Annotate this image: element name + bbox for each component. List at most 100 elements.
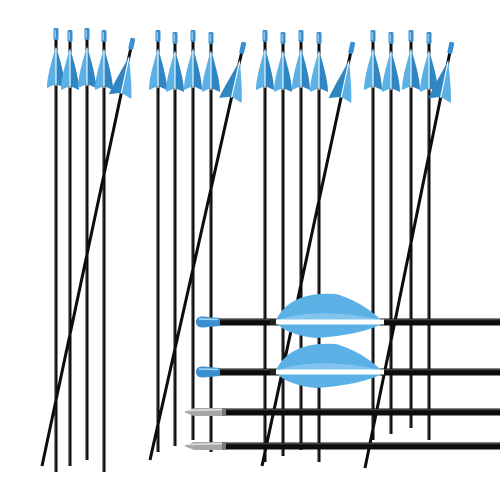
arrow-bundle [148, 30, 247, 461]
arrow-vane [61, 48, 70, 90]
arrow-vane [276, 293, 381, 320]
nock-highlight [299, 32, 301, 40]
arrow-vane [420, 50, 429, 92]
arrow-body [40, 37, 136, 467]
arrow-vane [108, 55, 130, 95]
arrow [292, 30, 310, 450]
shaft-highlight [224, 409, 500, 411]
arrow-vane [283, 50, 292, 92]
arrow [256, 30, 274, 462]
arrow-body [363, 41, 455, 469]
arrow-nock [370, 30, 376, 42]
arrow-vane [440, 59, 451, 103]
arrow-nock [155, 30, 161, 42]
arrow [260, 41, 356, 467]
arrow-bundle [40, 28, 136, 472]
arrow-vane [219, 59, 241, 98]
arrow-nock [316, 32, 322, 44]
arrow-vane [364, 48, 373, 90]
arrow-vane [231, 59, 242, 103]
arrow [402, 30, 420, 428]
arrow-closeup-fletched [196, 343, 500, 388]
arrow-vane [95, 48, 104, 90]
arrow-vane [78, 46, 87, 88]
arrow-vane [411, 48, 420, 90]
arrow-vane [429, 50, 438, 92]
arrow-vane [158, 48, 167, 90]
nock-highlight [281, 34, 283, 42]
arrow-nock [53, 28, 59, 40]
arrow-vane [121, 55, 132, 99]
arrow-vane [104, 48, 113, 90]
arrow-vane [319, 50, 328, 92]
nock-highlight [173, 34, 175, 42]
nock-highlight [156, 32, 158, 40]
arrow [166, 32, 184, 446]
arrow-closeup-fletched [196, 293, 500, 338]
arrow [149, 30, 167, 452]
vane-stripe [340, 61, 350, 98]
vane-sheen [278, 313, 380, 320]
arrow-vane [391, 50, 400, 92]
arrow-shaft [40, 43, 134, 467]
point-highlight [187, 408, 225, 412]
arrow-vane [47, 46, 56, 88]
arrow-nock [447, 41, 455, 54]
arrow [40, 37, 136, 467]
arrow-vane [256, 48, 265, 90]
arrow-nock [101, 30, 107, 42]
arrow-nock [128, 37, 136, 50]
nock-highlight [85, 30, 87, 38]
nock-highlight [209, 34, 211, 42]
vane-stripe [276, 369, 384, 375]
nock-highlight [198, 318, 219, 321]
arrow-vane [175, 50, 184, 92]
arrow-vane [341, 59, 352, 103]
arrow [95, 30, 113, 472]
arrow [274, 32, 292, 456]
arrow-vane [274, 50, 283, 92]
arrow-vane [184, 48, 193, 90]
arrow-nock [239, 41, 247, 54]
vane-sheen [278, 363, 380, 370]
point-highlight [187, 442, 225, 446]
nock-highlight [409, 32, 411, 40]
arrow-nock [172, 32, 178, 44]
arrow-nock [426, 32, 432, 44]
vane-stripe [120, 57, 130, 94]
arrow-nock [196, 366, 220, 378]
arrow-vane [70, 48, 79, 90]
vane-stripe [230, 61, 241, 98]
arrow-closeup-point [184, 442, 500, 450]
arrow-vane [310, 50, 319, 92]
arrow-shaft [260, 47, 354, 467]
arrow-nock [262, 30, 268, 42]
nock-highlight [102, 32, 104, 40]
point-collar [222, 442, 226, 450]
nock-highlight [427, 34, 429, 42]
arrow [148, 41, 247, 461]
arrow-closeup-point [184, 408, 500, 416]
arrow-nock [280, 32, 286, 44]
arrow [363, 41, 455, 469]
arrow-vane [328, 59, 350, 99]
arrow-shaft [224, 442, 500, 450]
nock-highlight [263, 32, 265, 40]
arrow-body [148, 41, 247, 461]
arrow-nock [208, 32, 214, 44]
arrow-nock [388, 32, 394, 44]
arrow-nock [298, 30, 304, 42]
arrow-vane [402, 48, 411, 90]
arrow-vane [373, 48, 382, 90]
nock-highlight [389, 34, 391, 42]
vane-base [270, 368, 276, 376]
arrow-vane [202, 50, 211, 92]
nock-highlight [371, 32, 373, 40]
arrow-bundle [363, 30, 455, 469]
arrow-shaft [224, 408, 500, 416]
arrow-nock [190, 30, 196, 42]
nock-highlight [317, 34, 319, 42]
arrow-vane [149, 48, 158, 90]
